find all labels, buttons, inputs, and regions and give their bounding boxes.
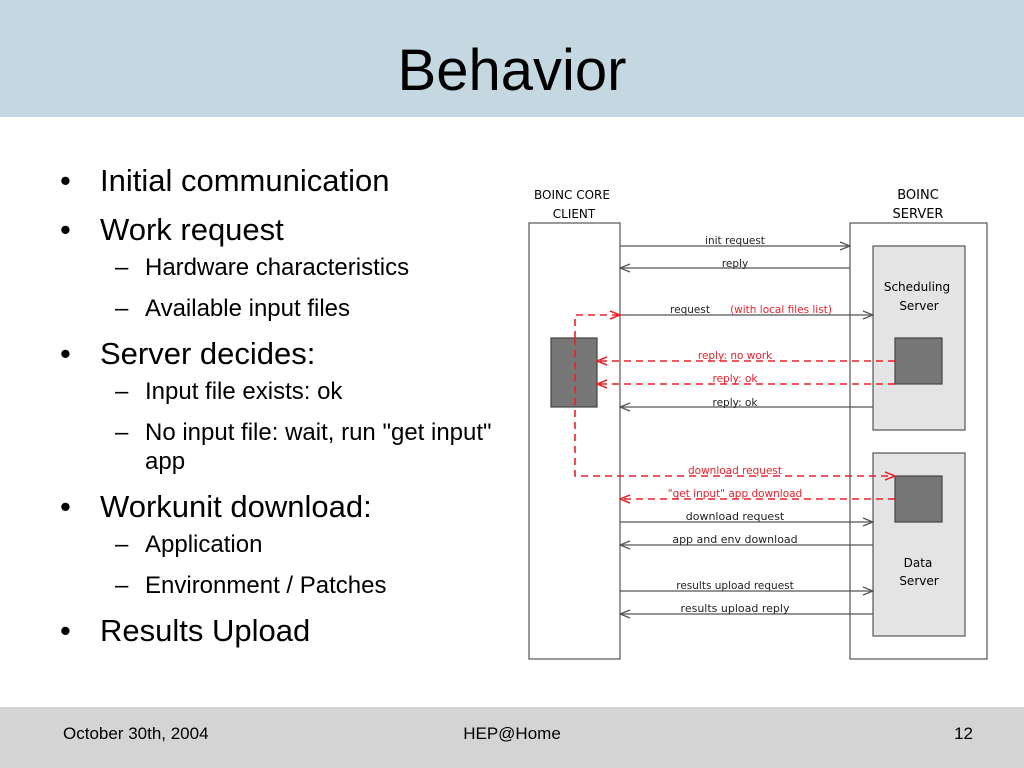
sub-bullet-item: Available input files: [100, 294, 498, 323]
msg-app-env-download: app and env download: [672, 533, 797, 546]
server-label-line2: SERVER: [893, 207, 944, 222]
msg-reply-ok: reply: ok: [713, 397, 759, 409]
sub-bullet-list: Hardware characteristics Available input…: [100, 253, 498, 323]
red-path-loop-down: [574, 338, 895, 476]
boinc-sequence-diagram: BOINC CORE CLIENT BOINC SERVER Schedulin…: [522, 180, 1002, 670]
client-label-line2: CLIENT: [553, 207, 596, 221]
msg-local-files-list: (with local files list): [730, 304, 832, 316]
data-server-label-line2: Server: [899, 574, 938, 588]
msg-get-input-app-download: "get input" app download: [668, 488, 802, 500]
bullet-text: Initial communication: [100, 163, 390, 198]
bullet-text: Workunit download:: [100, 489, 372, 524]
sub-bullet-item: Hardware characteristics: [100, 253, 498, 282]
client-process-block: [550, 337, 598, 408]
msg-download-request-red: download request: [688, 465, 782, 477]
data-process-block: [894, 475, 943, 523]
msg-results-upload-request: results upload request: [676, 580, 794, 592]
bullet-item: Server decides: Input file exists: ok No…: [58, 336, 498, 476]
title-bar: Behavior: [0, 0, 1024, 117]
msg-reply-no-work: reply: no work: [698, 350, 773, 362]
msg-request: request: [670, 304, 710, 316]
slide-title: Behavior: [397, 38, 627, 103]
bullet-text: Work request: [100, 212, 284, 247]
sub-bullet-list: Input file exists: ok No input file: wai…: [100, 377, 498, 476]
sub-bullet-item: Input file exists: ok: [100, 377, 498, 406]
sub-bullet-item: Environment / Patches: [100, 571, 498, 600]
page-number: 12: [954, 724, 973, 743]
bullet-item: Work request Hardware characteristics Av…: [58, 212, 498, 323]
footer-bar: October 30th, 2004 HEP@Home 12: [0, 707, 1024, 768]
footer-date: October 30th, 2004: [63, 724, 209, 743]
data-server-label-line1: Data: [904, 556, 933, 570]
scheduler-process-block: [894, 337, 943, 385]
sub-bullet-item: No input file: wait, run "get input" app: [100, 418, 498, 476]
scheduling-server-label-line2: Server: [899, 299, 938, 313]
bullet-text: Results Upload: [100, 613, 311, 648]
msg-reply-ok-red: reply: ok: [713, 373, 759, 385]
red-path-loop-top: [574, 315, 620, 338]
sub-bullet-item: Application: [100, 530, 498, 559]
bullet-item: Results Upload: [58, 613, 498, 649]
scheduling-server-label-line1: Scheduling: [884, 280, 950, 294]
bullet-list: Initial communication Work request Hardw…: [58, 163, 498, 662]
client-label-line1: BOINC CORE: [534, 188, 610, 202]
msg-init-request: init request: [705, 235, 765, 247]
bullet-item: Initial communication: [58, 163, 498, 199]
sub-bullet-list: Application Environment / Patches: [100, 530, 498, 600]
msg-reply: reply: [722, 258, 748, 270]
msg-results-upload-reply: results upload reply: [681, 602, 790, 615]
footer-center: HEP@Home: [463, 724, 561, 743]
bullet-text: Server decides:: [100, 336, 316, 371]
msg-download-request: download request: [686, 510, 785, 523]
bullet-item: Workunit download: Application Environme…: [58, 489, 498, 600]
server-label-line1: BOINC: [897, 188, 939, 203]
